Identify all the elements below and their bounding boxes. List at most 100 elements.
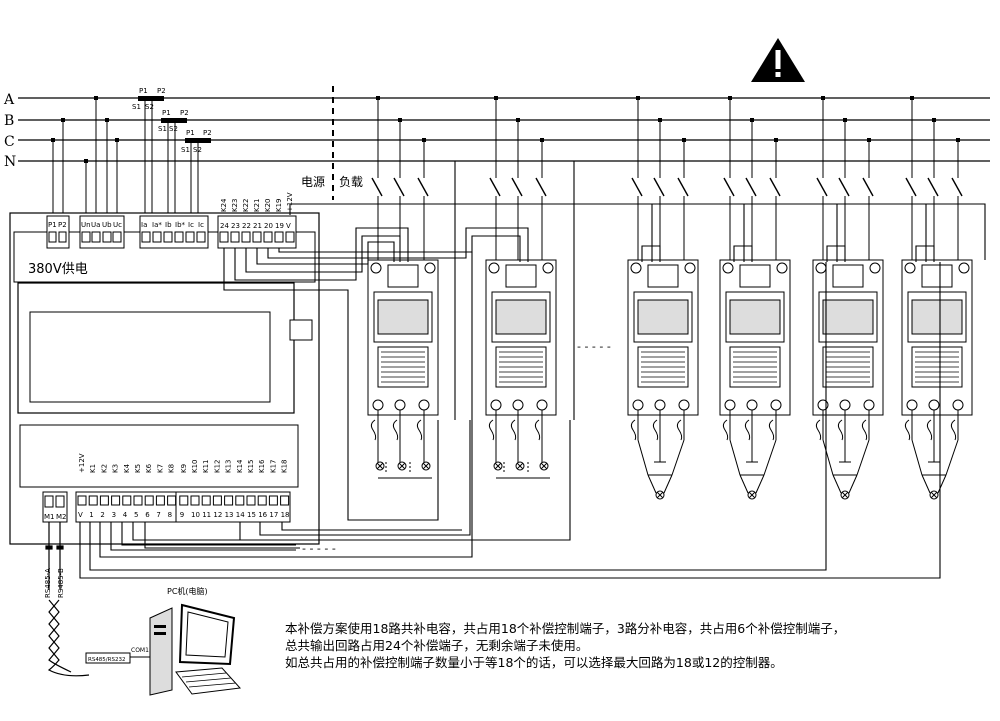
terminal-vertical-label-bottom: K2	[100, 464, 108, 473]
terminal-number-bottom: 11	[202, 511, 211, 519]
ct-b-s1: S1	[158, 125, 167, 133]
terminal-number-bottom: 15	[247, 511, 256, 519]
terminal-label-ia: Ia	[141, 221, 147, 229]
terminal-vertical-label-top: K24	[220, 198, 228, 212]
ct-b-p2: P2	[180, 109, 189, 117]
terminal-screw	[280, 495, 290, 506]
terminal-label-ib-star: Ib*	[175, 221, 186, 229]
terminal-block-i: Ia Ia* Ib Ib* Ic Ic	[139, 215, 209, 249]
terminal-vertical-label-bottom: K4	[123, 463, 131, 473]
terminal-number-top: 24	[220, 222, 229, 230]
terminal-screw	[246, 495, 256, 506]
terminal-screw	[77, 495, 87, 506]
terminal-number-bottom: 16	[258, 511, 267, 519]
terminal-vertical-label-bottom: K7	[156, 464, 164, 473]
rs485-wires	[45, 522, 90, 677]
terminal-label-ua: Ua	[91, 221, 100, 229]
terminal-screw	[88, 495, 98, 506]
terminal-block-p: P1 P2	[46, 215, 70, 249]
terminal-number-bottom: 1	[89, 511, 93, 519]
note-line-2: 总共输出回路占用24个补偿端子，无剩余端子未使用。	[285, 638, 589, 653]
terminal-vertical-label-bottom: K9	[180, 464, 188, 473]
terminal-vertical-label-bottom: K13	[225, 460, 233, 474]
terminal-number-top: V	[286, 222, 291, 230]
terminal-vertical-label-bottom: K1	[89, 464, 97, 473]
ct-c-p1: P1	[186, 129, 195, 137]
terminal-label-ic: Ic	[188, 221, 194, 229]
terminal-number-bottom: 8	[168, 511, 172, 519]
terminal-number-bottom: 2	[100, 511, 104, 519]
control-wiring	[79, 161, 986, 579]
terminal-screw	[190, 495, 200, 506]
note-line-1: 本补偿方案使用18路共补电容，共占用18个补偿控制端子，3路分补电容，共占用6个…	[285, 621, 846, 636]
terminal-vertical-label-bottom: K14	[236, 459, 244, 473]
com-port-label: COM1	[131, 647, 149, 654]
terminal-vertical-label-bottom: K5	[134, 464, 142, 473]
ct-b-p1: P1	[162, 109, 171, 117]
terminal-number-top: 22	[242, 222, 251, 230]
ct-a-s1: S1	[132, 103, 141, 111]
warning-icon	[751, 38, 805, 82]
capacitor-module	[901, 96, 973, 500]
terminal-screw	[201, 495, 211, 506]
terminal-block-m: M1 M2	[42, 491, 68, 523]
rs485-b-label: RS485-B	[57, 568, 65, 598]
terminal-number-bottom: 7	[156, 511, 160, 519]
capacitor-module	[485, 96, 557, 479]
terminal-screw	[99, 495, 109, 506]
terminal-vertical-label-bottom: +12V	[78, 453, 86, 473]
terminal-number-bottom: 5	[134, 511, 138, 519]
current-transformer-c: P1 P2 S1 S2	[181, 129, 212, 154]
bus-label-n: N	[4, 154, 16, 170]
controller: 380V供电 P1 P2 Un Ua Ub Uc Ia Ia* Ib Ib* I…	[9, 192, 320, 545]
terminal-screw	[111, 495, 121, 506]
rs485-rs232-converter: RS485/RS232 COM1	[85, 647, 150, 664]
terminal-number-top: 19	[275, 222, 284, 230]
terminal-vertical-label-bottom: K8	[168, 464, 176, 473]
capacitor-module	[719, 96, 791, 500]
ellipsis-mid: - - - - -	[577, 340, 611, 353]
terminal-vertical-label-bottom: K11	[202, 460, 210, 474]
ct-a-s2: S2	[145, 103, 154, 111]
terminal-label-ub: Ub	[102, 221, 112, 229]
terminal-screw	[133, 495, 143, 506]
pc-label: PC机(电脑)	[167, 586, 208, 596]
terminal-vertical-label-top: +12V	[286, 192, 294, 212]
terminal-screw	[179, 495, 189, 506]
terminal-vertical-label-top: K22	[242, 199, 250, 213]
load-label: 负载	[339, 175, 363, 189]
terminal-label-ic2: Ic	[198, 221, 204, 229]
terminal-number-bottom: 12	[213, 511, 222, 519]
terminal-block-u: Un Ua Ub Uc	[79, 215, 125, 249]
terminal-label-ib: Ib	[165, 221, 172, 229]
ct-c-s1: S1	[181, 146, 190, 154]
ct-a-p2: P2	[157, 87, 166, 95]
bus-label-b: B	[4, 113, 14, 129]
current-transformer-a: P1 P2 S1 S2	[132, 87, 166, 111]
rs485-a-label: RS485-A	[44, 568, 52, 598]
terminal-screw	[212, 495, 222, 506]
terminal-number-bottom: 4	[123, 511, 128, 519]
pc-computer: PC机(电脑)	[149, 586, 242, 696]
terminal-vertical-label-bottom: K18	[281, 460, 289, 474]
terminal-screw	[167, 495, 177, 506]
terminal-label-ia-star: Ia*	[152, 221, 162, 229]
terminal-vertical-label-bottom: K6	[145, 463, 153, 473]
terminal-label-m2: M2	[56, 513, 67, 521]
terminal-number-bottom: 9	[180, 511, 184, 519]
bus-label-a: A	[3, 92, 15, 108]
current-transformer-b: P1 P2 S1 S2	[158, 109, 189, 133]
terminal-screw	[144, 495, 154, 506]
terminal-vertical-label-top: K23	[231, 199, 239, 213]
terminal-label-m1: M1	[44, 513, 55, 521]
ellipsis-left: - - - - -	[302, 542, 336, 555]
ct-c-s2: S2	[193, 146, 202, 154]
terminal-screw	[155, 495, 165, 506]
terminal-screw	[257, 495, 267, 506]
capacitor-module	[367, 96, 439, 479]
terminal-label-p1: P1	[48, 221, 57, 229]
